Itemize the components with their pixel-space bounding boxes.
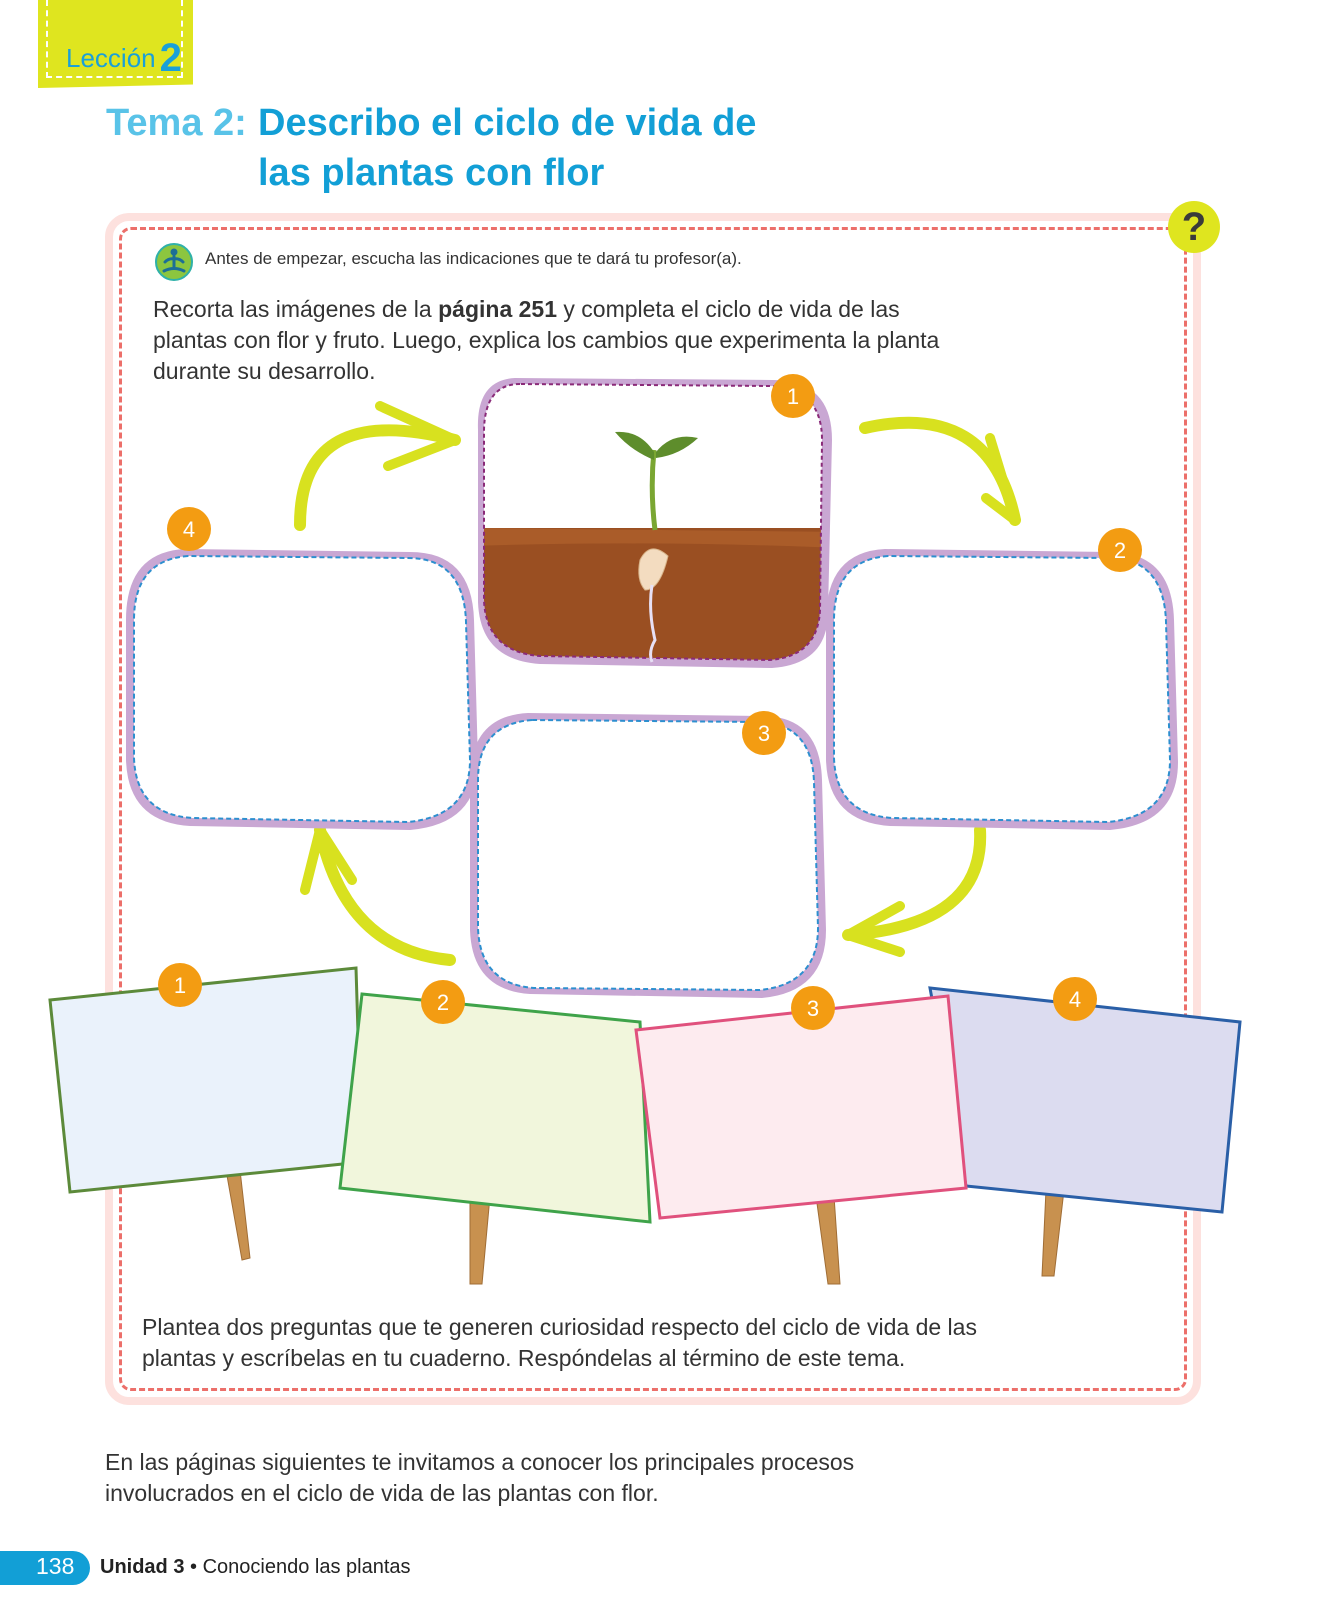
lesson-number: 2 [159, 36, 182, 80]
arrow-head-2-to-3 [843, 901, 905, 957]
instruction-text-start: Recorta las imágenes de la [153, 296, 439, 322]
arrow-2-to-3 [842, 824, 987, 941]
cycle-box-3 [470, 713, 826, 998]
curiosity-prompt: Plantea dos preguntas que te generen cur… [142, 1314, 977, 1371]
lesson-tab [38, 0, 193, 88]
svg-text:4: 4 [183, 517, 195, 542]
cycle-box-4 [126, 549, 478, 830]
arrow-head-3-to-4 [300, 825, 357, 895]
cycle-badge-3: 3 [742, 711, 786, 755]
unit-label: Unidad 3 [100, 1556, 185, 1578]
unit-topic: Conociendo las plantas [202, 1556, 411, 1578]
closing-paragraph: En las páginas siguientes te invitamos a… [105, 1449, 855, 1506]
sign-badge-1: 1 [158, 963, 202, 1007]
arrow-head-1-to-2 [981, 433, 1020, 525]
question-mark-icon: ? [1168, 201, 1220, 253]
sign-4 [928, 986, 1242, 1214]
instruction-text-end: y completa el ciclo de vida de las plant… [153, 296, 940, 384]
sign-badge-3: 3 [791, 986, 835, 1030]
svg-text:2: 2 [437, 990, 449, 1015]
svg-text:1: 1 [174, 973, 186, 998]
intro-note: Antes de empezar, escucha las indicacion… [205, 249, 742, 268]
sign-badge-4: 4 [1053, 977, 1097, 1021]
lesson-word: Lección [66, 43, 156, 73]
svg-text:3: 3 [758, 721, 770, 746]
cycle-box-1 [477, 378, 832, 668]
page-title-line-1: Describo el ciclo de vida de [258, 102, 757, 144]
svg-text:1: 1 [787, 384, 799, 409]
page-reference: página 251 [438, 296, 557, 322]
page-number-tab [0, 1551, 90, 1585]
activity-instruction: Recorta las imágenes de la página 251 y … [153, 294, 973, 387]
svg-text:4: 4 [1069, 987, 1081, 1012]
cycle-arrows [294, 401, 1021, 966]
cycle-badge-2: 2 [1098, 528, 1142, 572]
arrow-4-to-1 [294, 424, 461, 531]
svg-text:3: 3 [807, 996, 819, 1021]
sign-badge-2: 2 [421, 980, 465, 1024]
sign-1 [48, 966, 364, 1194]
sign-2 [338, 992, 652, 1224]
arrow-3-to-4 [314, 824, 456, 966]
sign-3 [634, 994, 968, 1220]
footer-separator: • [184, 1556, 203, 1578]
svg-text:2: 2 [1114, 538, 1126, 563]
arrow-head-4-to-1 [375, 401, 460, 471]
cycle-box-2 [826, 549, 1178, 830]
cycle-badge-4: 4 [167, 507, 211, 551]
seedling-icon [615, 431, 698, 663]
page-number: 138 [36, 1553, 75, 1579]
topic-number: Tema 2: [106, 102, 247, 144]
sign-posts [225, 1169, 1065, 1285]
page-title-line-2: las plantas con flor [258, 152, 605, 194]
activity-frame [105, 213, 1201, 1405]
listen-icon [153, 241, 195, 283]
cycle-badge-1: 1 [771, 374, 815, 418]
footer-unit: Unidad 3 • Conociendo las plantas [100, 1556, 411, 1579]
